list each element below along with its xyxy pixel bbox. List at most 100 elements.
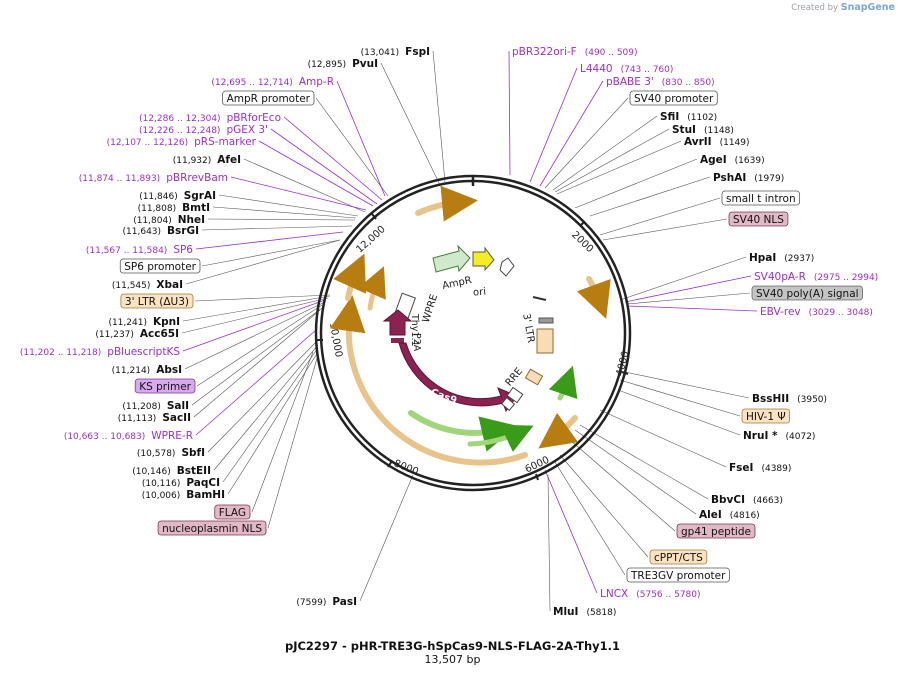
label-name: BstEII xyxy=(177,465,211,477)
label-position: (11,808) xyxy=(138,204,177,214)
label-name: KS primer xyxy=(139,381,191,393)
map-label-pbrrevbam[interactable]: pBRrevBam(11,874 .. 11,893) xyxy=(79,172,228,184)
label-name: SgrAI xyxy=(184,190,216,202)
label-position: (10,663 .. 10,683) xyxy=(64,432,145,442)
map-label-agei[interactable]: AgeI(1639) xyxy=(700,154,765,166)
map-label-cppt[interactable]: cPPT/CTS xyxy=(649,549,708,565)
map-label-kpni[interactable]: KpnI(11,241) xyxy=(108,316,180,328)
label-box xyxy=(626,567,730,583)
map-label-hiv1-psi[interactable]: HIV-1 Ψ xyxy=(741,408,791,424)
map-label-tre3gv[interactable]: TRE3GV promoter xyxy=(626,567,730,583)
map-label-pshai[interactable]: PshAI(1979) xyxy=(713,172,784,184)
leader-line xyxy=(556,140,682,195)
map-label-bsteii[interactable]: BstEII(10,146) xyxy=(132,465,211,477)
map-label-fspi[interactable]: FspI(13,041) xyxy=(361,46,430,58)
label-name: AmpR promoter xyxy=(227,93,311,105)
map-label-saci[interactable]: SacII(11,113) xyxy=(118,412,191,424)
ori-feature xyxy=(472,246,495,272)
map-label-sgrai[interactable]: SgrAI (11,846) xyxy=(139,190,216,202)
leader-line xyxy=(599,197,721,236)
label-position: (11,846) xyxy=(139,192,178,202)
leader-line xyxy=(552,115,658,191)
map-label-acc65i[interactable]: Acc65I(11,237) xyxy=(95,328,179,340)
tre3g-feature xyxy=(500,397,516,411)
map-label-sv40-promoter[interactable]: SV40 promoter xyxy=(629,90,718,106)
label-name: SV40 poly(A) signal xyxy=(756,288,859,300)
map-label-paqci[interactable]: PaqCI(10,116) xyxy=(142,477,220,489)
map-label-ampr-primer[interactable]: Amp-R(12,695 .. 12,714) xyxy=(211,76,334,88)
map-label-absi[interactable]: AbsI (11,214) xyxy=(112,364,182,376)
map-label-ebv-rev[interactable]: EBV-rev(3029 .. 3048) xyxy=(760,306,873,318)
feature-arc xyxy=(548,365,578,401)
label-position: (4663) xyxy=(753,496,783,506)
map-label-bmti[interactable]: BmtI(11,808) xyxy=(138,202,210,214)
label-name: small t intron xyxy=(726,193,796,205)
leader-line xyxy=(184,301,326,370)
map-label-mlui[interactable]: MluI(5818) xyxy=(553,606,616,618)
map-label-prs-marker[interactable]: pRS-marker(12,107 .. 12,126) xyxy=(107,136,257,148)
leader-line xyxy=(602,218,728,241)
label-position: (11,113) xyxy=(118,414,157,424)
map-label-l4440[interactable]: L4440(743 .. 760) xyxy=(580,63,673,75)
map-label-ampr-promoter[interactable]: AmpR promoter xyxy=(222,90,315,106)
map-label-pgex3[interactable]: pGEX 3'(12,226 .. 12,248) xyxy=(139,124,268,136)
label-position: (13,041) xyxy=(361,48,400,58)
map-label-pasi[interactable]: PasI(7599) xyxy=(296,596,357,608)
map-label-sfii[interactable]: SfiI(1102) xyxy=(660,111,717,123)
map-label-lncx[interactable]: LNCX(5756 .. 5780) xyxy=(600,588,701,600)
map-label-ltr3-du3[interactable]: 3' LTR (ΔU3) xyxy=(120,293,194,309)
map-label-hpai[interactable]: HpaI(2937) xyxy=(749,252,814,264)
map-label-avrii[interactable]: AvrII(1149) xyxy=(684,136,750,148)
map-label-sbfi[interactable]: SbfI(10,578) xyxy=(137,447,205,459)
label-box xyxy=(721,190,801,206)
leader-line xyxy=(207,339,319,453)
map-label-flag[interactable]: FLAG xyxy=(214,504,251,520)
snapgene-logo-text: SnapGene xyxy=(840,2,895,13)
map-label-alei[interactable]: AleI(4816) xyxy=(699,509,760,521)
ltr3-feature xyxy=(536,328,554,354)
leader-line xyxy=(554,128,670,193)
map-label-pbrforeco[interactable]: pBRforEco(12,286 .. 12,304) xyxy=(139,112,281,124)
label-name: AbsI xyxy=(156,364,182,376)
leader-line xyxy=(547,474,551,612)
map-label-pvui[interactable]: PvuI(12,895) xyxy=(308,58,378,70)
map-label-sp6-primer[interactable]: SP6(11,567 .. 11,584) xyxy=(86,244,193,256)
map-label-nrui[interactable]: NruI *(4072) xyxy=(743,430,815,442)
map-label-gp41[interactable]: gp41 peptide xyxy=(676,523,756,539)
map-label-pbluescriptks[interactable]: pBluescriptKS(11,202 .. 11,218) xyxy=(20,346,180,358)
map-label-sp6-promoter[interactable]: SP6 promoter xyxy=(119,258,201,274)
map-label-small-t-intron[interactable]: small t intron xyxy=(721,190,801,206)
leader-line xyxy=(619,379,741,417)
label-name: BbvCI xyxy=(711,494,745,506)
label-name: SfiI xyxy=(660,111,679,123)
label-position: (10,578) xyxy=(137,449,176,459)
map-label-bsshii[interactable]: BssHII(3950) xyxy=(752,393,827,405)
map-label-afei[interactable]: AfeI(11,932) xyxy=(173,154,241,166)
label-position: (11,214) xyxy=(112,366,151,376)
leader-line xyxy=(380,62,441,186)
map-label-nhei[interactable]: NheI(11,804) xyxy=(133,214,205,226)
map-label-sv40pa-r[interactable]: SV40pA-R(2975 .. 2994) xyxy=(754,271,878,283)
label-name: gp41 peptide xyxy=(681,526,751,538)
label-position: (12,895) xyxy=(308,60,347,70)
map-label-pbr322ori-f[interactable]: pBR322ori-F(490 .. 509) xyxy=(512,46,638,58)
map-label-wpre-r[interactable]: WPRE-R(10,663 .. 10,683) xyxy=(64,430,193,442)
leader-line xyxy=(207,218,356,221)
map-label-bsrgi[interactable]: BsrGI(11,643) xyxy=(123,225,199,237)
map-label-ks-primer[interactable]: KS primer xyxy=(134,378,196,394)
map-label-sv40-polya[interactable]: SV40 poly(A) signal xyxy=(751,285,863,301)
map-label-bamhi[interactable]: BamHI(10,006) xyxy=(142,489,225,501)
leader-line xyxy=(212,206,357,219)
leader-line xyxy=(218,194,359,217)
map-label-stui[interactable]: StuI(1148) xyxy=(672,124,734,136)
map-label-xbai[interactable]: XbaI(11,545) xyxy=(112,279,183,291)
map-label-fsei[interactable]: FseI(4389) xyxy=(729,462,791,474)
map-label-sv40-nls[interactable]: SV40 NLS xyxy=(728,211,789,227)
map-label-np-nls[interactable]: nucleoplasmin NLS xyxy=(157,520,267,536)
snapgene-credit: Created by SnapGene xyxy=(791,2,895,13)
map-label-pbabe3[interactable]: pBABE 3'(830 .. 850) xyxy=(606,76,715,88)
ori-arrow-feature xyxy=(499,257,515,277)
label-position: (743 .. 760) xyxy=(621,65,674,75)
map-label-sali[interactable]: SalI(11,208) xyxy=(122,400,189,412)
map-label-bbvci[interactable]: BbvCI (4663) xyxy=(711,494,783,506)
